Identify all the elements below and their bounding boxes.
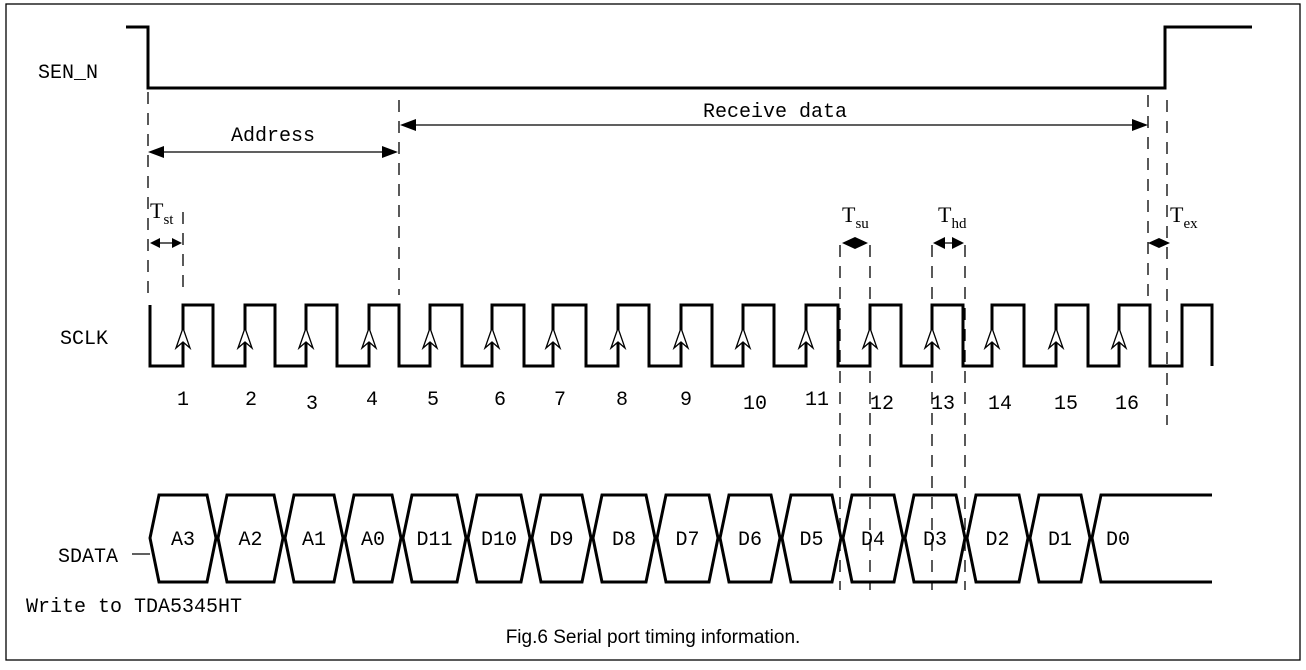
sclk-edge-arrow [609,326,627,358]
sdata-bit-label: A3 [171,529,195,552]
sdata-cell: A1 [283,493,345,584]
sclk-edge-arrow [174,326,192,358]
sdata-cell: D11 [401,493,468,584]
sdata-cell: A3 [148,493,218,584]
sdata-cell: A0 [343,493,403,584]
sclk-cycle-number: 8 [616,389,628,412]
sclk-cycle-number: 10 [743,393,767,416]
sclk-label: SCLK [60,328,108,351]
sclk-cycle-number: 6 [494,389,506,412]
sdata-bit-label: A0 [361,529,385,552]
sclk-edge-arrow [923,326,941,358]
sdata-bit-label: D4 [861,529,885,552]
figure-caption: Fig.6 Serial port timing information. [506,627,801,648]
sdata-cell: D2 [965,493,1030,584]
sclk-cycle-number: 1 [177,389,189,412]
sclk-edge-arrow [297,326,315,358]
sdata-bit-label: D1 [1048,529,1072,552]
sclk-cycle-number: 9 [680,389,692,412]
t-st-marker: Tst [150,198,182,248]
sen-n-label: SEN_N [38,62,98,85]
sdata-bit-label: D2 [985,529,1009,552]
sdata-bit-label: A2 [238,529,262,552]
t-su-label: Tsu [842,202,869,232]
address-arrow-left [148,146,164,158]
t-su-marker: Tsu [842,202,869,249]
sclk-edge-arrow [734,326,752,358]
sclk-cycle-number: 7 [554,389,566,412]
sclk-cycle-number: 2 [245,389,257,412]
sdata-bit-label: D11 [416,529,452,552]
sclk-rising-edges [174,326,1128,358]
sclk-edge-arrow [360,326,378,358]
sdata-cell: D1 [1028,493,1092,584]
sdata-cell: D8 [591,493,657,584]
address-arrow-right [382,146,398,158]
address-span: Address [148,125,398,158]
sdata-bit-label: A1 [302,529,326,552]
sclk-cycle-number: 3 [306,393,318,416]
diagram-frame [5,3,1301,661]
receive-data-label: Receive data [703,101,847,124]
sdata-cell: A2 [216,493,285,584]
sclk-cycle-number: 5 [427,389,439,412]
sdata-cell: D3 [903,493,967,584]
sclk-edge-arrow [483,326,501,358]
sclk-cycle-number: 13 [931,393,955,416]
sdata-bit-label: D7 [675,529,699,552]
sdata-bit-label: D10 [481,529,517,552]
sclk-cycle-number: 12 [870,393,894,416]
sdata-cell: D6 [718,493,782,584]
sclk-edge-arrow [797,326,815,358]
receive-arrow-left [400,119,416,131]
sdata-label: SDATA [58,546,118,569]
t-ex-marker: Tex [1148,202,1198,248]
sclk-edge-arrow [421,326,439,358]
sclk-cycle-number: 4 [366,389,378,412]
sclk-cycle-number: 15 [1054,393,1078,416]
sclk-edge-arrow [1110,326,1128,358]
sclk-edge-arrow [1047,326,1065,358]
sdata-bit-cells: A3 A2 A1 A0 D11 D10 D9 D8 D7 D6 D5 D4 D3 D2 D1 D0 [148,493,1212,584]
sclk-edge-arrow [983,326,1001,358]
t-st-label: Tst [150,198,174,228]
sdata-cell: D5 [780,493,843,584]
sclk-cycle-number: 16 [1115,393,1139,416]
t-hd-label: Thd [938,202,967,232]
sclk-edge-arrow [672,326,690,358]
receive-data-span: Receive data [400,101,1148,131]
sdata-cell: D10 [466,493,532,584]
sdata-bit-label: D6 [738,529,762,552]
sdata-cell: D0 [1090,493,1212,584]
sen-n-waveform [126,25,1252,90]
sdata-cell: D4 [841,493,905,584]
sclk-edge-arrow [861,326,879,358]
sdata-bit-label: D8 [612,529,636,552]
sclk-edge-arrow [544,326,562,358]
sdata-bit-label: D0 [1106,529,1130,552]
sdata-bit-label: D5 [799,529,823,552]
write-note: Write to TDA5345HT [26,596,242,619]
sclk-edge-arrow [236,326,254,358]
sdata-bit-label: D9 [549,529,573,552]
address-label: Address [231,125,315,148]
sclk-cycle-number: 11 [805,389,829,412]
t-ex-label: Tex [1170,202,1198,232]
sdata-bit-label: D3 [923,529,947,552]
receive-arrow-right [1132,119,1148,131]
sclk-cycle-number: 14 [988,393,1012,416]
sdata-cell: D7 [655,493,720,584]
t-hd-marker: Thd [933,202,967,249]
sdata-cell: D9 [530,493,593,584]
